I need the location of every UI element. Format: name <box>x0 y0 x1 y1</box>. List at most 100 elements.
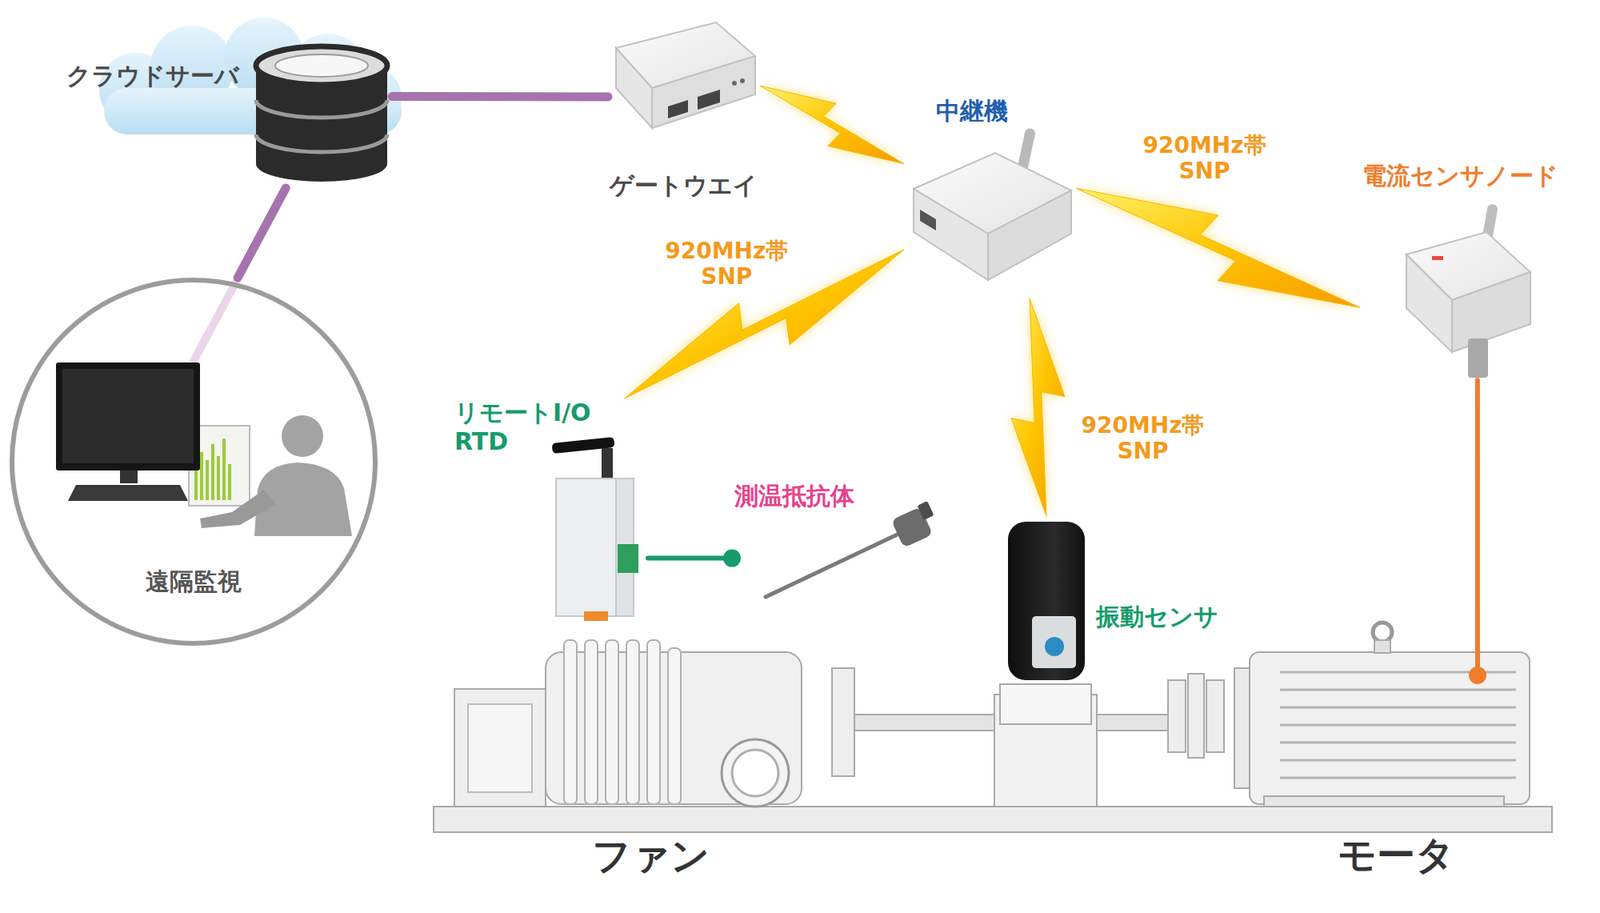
chart-bar <box>205 460 209 500</box>
node-label: 電流センサノード <box>1362 161 1559 191</box>
monitor-stand <box>120 470 138 484</box>
coupling <box>1168 680 1186 752</box>
terminal-block <box>617 544 639 573</box>
sensor-wire <box>648 549 741 568</box>
gateway-device: ゲートウエイ <box>608 17 760 202</box>
vibration-sensor: 振動センサ <box>1000 516 1232 696</box>
connector-line <box>237 188 286 278</box>
fan-rib <box>605 640 619 804</box>
device-port <box>920 209 936 231</box>
clamp-dot <box>1468 666 1487 684</box>
bolt-glow <box>1076 188 1360 308</box>
device-port <box>697 89 720 110</box>
motor-feet <box>1264 796 1504 807</box>
vibration-sensor-illustration <box>1008 521 1085 680</box>
fan-rib <box>626 640 640 804</box>
device-face <box>1406 254 1452 352</box>
device-face <box>913 188 988 280</box>
probe-rod <box>765 531 904 597</box>
monitor-screen <box>62 368 194 464</box>
motor-body <box>1249 652 1530 804</box>
node-label: 振動センサ <box>1096 602 1219 632</box>
server-top-inner <box>275 54 368 77</box>
pedestal-inner <box>468 704 532 792</box>
fan-unit: ファン <box>545 637 852 880</box>
sensor-plate <box>1032 616 1076 668</box>
chart-bar <box>222 438 226 500</box>
wireless-link <box>1011 298 1065 516</box>
current-sensor-node: 電流センサノード <box>1360 160 1564 380</box>
bolt-glow <box>1011 298 1065 516</box>
node-label: リモートI/O RTD <box>454 398 607 456</box>
lightning-bolt <box>1011 298 1065 516</box>
motor-fin <box>1280 706 1516 709</box>
server-ring <box>256 134 388 152</box>
server-stack <box>256 46 388 182</box>
wireless-link <box>1076 188 1360 308</box>
device-led <box>732 80 737 86</box>
node-label: 遠隔監視 <box>14 567 373 596</box>
link-label: 920MHz帯 SNP <box>1137 132 1272 184</box>
base-plate <box>433 806 1552 832</box>
current-sensor-illustration <box>1406 203 1531 378</box>
eye-bolt <box>1372 622 1392 642</box>
device-face <box>616 48 652 128</box>
keyboard <box>68 484 188 501</box>
pedestal <box>454 688 546 807</box>
motor-fin <box>1280 776 1516 780</box>
device-face <box>1452 272 1531 352</box>
fan-rib <box>668 648 681 804</box>
fan-pipe-inner <box>732 749 779 796</box>
device-led <box>740 78 745 84</box>
bolt-glow <box>760 85 904 164</box>
motor-fin <box>1280 759 1516 762</box>
device-mark <box>1432 256 1444 260</box>
chart-bar <box>211 444 215 500</box>
person-arm <box>200 489 276 528</box>
fan-rib <box>564 640 577 804</box>
lightning-bolt <box>624 249 904 399</box>
rtd-probe: 測温抵抗体 <box>732 480 928 608</box>
coupling <box>1206 680 1224 752</box>
monitoring-scene <box>56 279 352 536</box>
din-clip <box>584 611 608 621</box>
rtd-probe-illustration <box>765 500 935 597</box>
node-label: ファン <box>592 832 710 880</box>
gateway-illustration <box>616 22 756 128</box>
relay-illustration <box>913 127 1072 280</box>
device-face <box>988 190 1072 280</box>
sensor-dial <box>1044 636 1064 656</box>
network-cable <box>392 96 608 97</box>
motor-unit: モータ <box>1236 648 1532 880</box>
fan-rib <box>584 640 598 804</box>
lightning-bolt <box>1076 188 1360 308</box>
bearing-cap <box>1000 684 1092 724</box>
motor-fin <box>1280 688 1516 692</box>
node-label: クラウドサーバ <box>66 61 240 91</box>
fan-rib <box>647 640 660 804</box>
node-label: 測温抵抗体 <box>734 481 855 511</box>
motor-fin <box>1280 741 1516 744</box>
network-cable <box>237 188 286 278</box>
eye-bolt-base <box>1374 640 1391 653</box>
connector-line <box>1475 380 1480 648</box>
connector-dot <box>723 549 741 568</box>
machine-illustration <box>433 622 1552 832</box>
link-label: 920MHz帯 SNP <box>659 238 794 290</box>
motor-fin <box>1280 724 1516 727</box>
probe-cap <box>916 500 934 520</box>
chart-bar <box>228 464 232 500</box>
cable-gland <box>1468 338 1488 378</box>
remote-monitoring-circle: 遠隔監視 <box>9 277 378 646</box>
connector-line <box>648 556 732 561</box>
network-cable <box>192 279 238 363</box>
sensor-body <box>1008 521 1085 680</box>
chart-bar <box>216 456 220 500</box>
server-top <box>256 46 388 85</box>
sensor-wire <box>1476 380 1478 648</box>
wireless-link <box>760 85 904 164</box>
device-port <box>668 100 688 119</box>
